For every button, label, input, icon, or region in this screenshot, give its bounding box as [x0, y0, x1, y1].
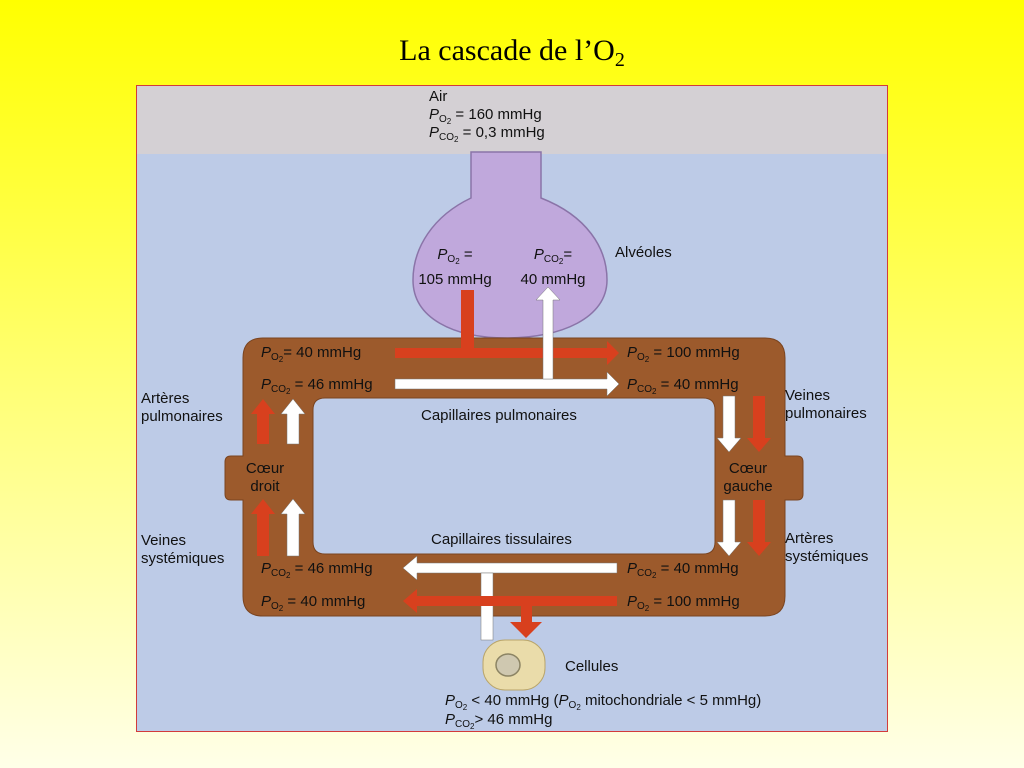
cell-co2-arrow-stem: [480, 572, 494, 641]
tissue-left-po2: PO2 = 40 mmHg: [261, 593, 366, 613]
capillaires-pulmonaires-label: Capillaires pulmonaires: [421, 407, 577, 424]
pulmonary-co2-arrow: [394, 371, 620, 397]
slide-title: La cascade de l’O2: [0, 34, 1024, 72]
alveolus-shape: [412, 151, 608, 339]
tissue-o2-arrow: [403, 589, 617, 613]
title-subscript: 2: [614, 49, 625, 71]
air-po2: PO2 = 160 mmHg: [429, 106, 542, 126]
arteres-pulm-white-arrow: [280, 398, 306, 445]
cell-pco2: PCO2> 46 mmHg: [445, 711, 553, 731]
alveolar-o2-arrow-stem: [461, 290, 474, 348]
pulmonary-o2-arrow: [395, 341, 619, 365]
air-pco2: PCO2 = 0,3 mmHg: [429, 124, 545, 144]
diagram-panel: Air PO2 = 160 mmHg PCO2 = 0,3 mmHg PO2 =…: [136, 85, 888, 732]
arteres-syst-white-arrow: [716, 499, 742, 557]
air-label: Air: [429, 88, 448, 105]
veines-pulm-red-arrow: [747, 396, 771, 452]
alveolar-po2: PO2 =105 mmHg: [418, 246, 492, 288]
veines-syst-red-arrow: [251, 499, 275, 556]
alveolar-pco2: PCO2=40 mmHg: [520, 246, 586, 288]
cell-nucleus: [495, 653, 521, 677]
cell-o2-arrow: [510, 601, 542, 638]
tissue-left-pco2: PCO2 = 46 mmHg: [261, 560, 373, 580]
cellules-label: Cellules: [565, 658, 619, 675]
pulm-right-pco2: PCO2 = 40 mmHg: [627, 376, 739, 396]
alveolar-co2-arrow: [535, 286, 561, 380]
pulm-right-po2: PO2 = 100 mmHg: [627, 344, 740, 364]
tissue-right-po2: PO2 = 100 mmHg: [627, 593, 740, 613]
title-text: La cascade de l’O: [399, 34, 615, 67]
arteres-syst-red-arrow: [747, 500, 771, 556]
cell-po2: PO2 < 40 mmHg (PO2 mitochondriale < 5 mm…: [445, 692, 762, 712]
arteres-pulm-red-arrow: [251, 399, 275, 444]
capillaires-tissulaires-label: Capillaires tissulaires: [431, 531, 572, 548]
veines-syst-white-arrow: [280, 498, 306, 557]
tissue-co2-arrow: [402, 555, 618, 581]
cascade-diagram: [224, 151, 804, 691]
pulm-left-po2: PO2= 40 mmHg: [261, 344, 362, 364]
alveoles-label: Alvéoles: [615, 244, 672, 261]
air-band: [137, 86, 887, 154]
veines-pulm-white-arrow: [716, 395, 742, 453]
tissue-right-pco2: PCO2 = 40 mmHg: [627, 560, 739, 580]
pulm-left-pco2: PCO2 = 46 mmHg: [261, 376, 373, 396]
vessel-loop: [224, 337, 804, 617]
